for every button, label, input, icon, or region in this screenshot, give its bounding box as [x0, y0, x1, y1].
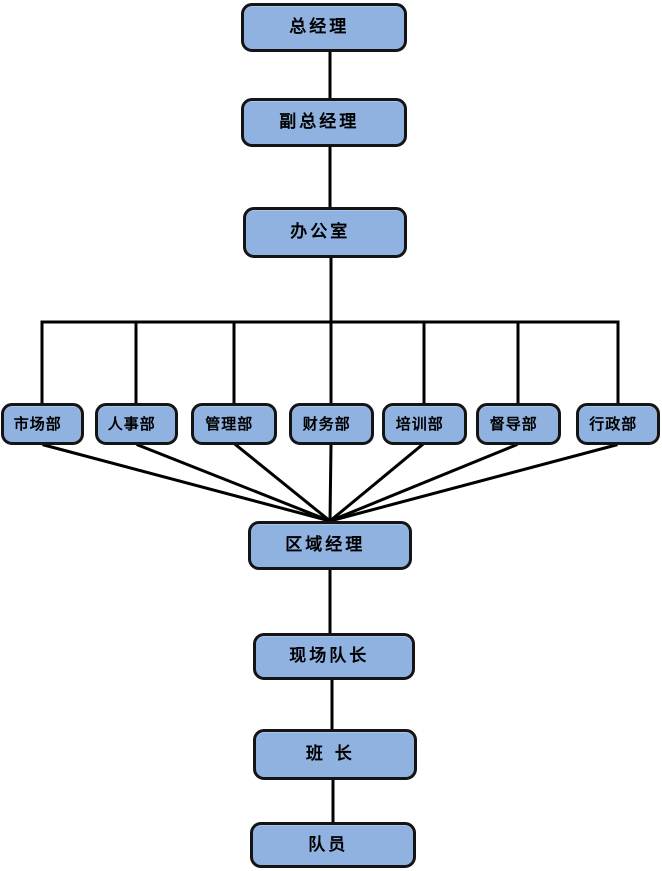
node-marketing-dept[interactable]: 市场部↵ [1, 403, 84, 445]
return-mark-icon: ↵ [349, 841, 358, 852]
node-deputy-general-manager[interactable]: 副总经理↵ [241, 98, 407, 147]
node-regional-manager[interactable]: 区域经理↵ [248, 521, 412, 570]
node-team-member-label: 队员 [308, 834, 349, 855]
node-general-manager-label: 总经理 [289, 17, 350, 37]
node-marketing-dept-label: 市场部 [13, 414, 62, 433]
return-mark-icon: ↵ [538, 420, 548, 431]
node-general-manager[interactable]: 总经理↵ [241, 3, 407, 52]
node-hr-dept[interactable]: 人事部↵ [95, 403, 178, 445]
node-management-dept[interactable]: 管理部↵ [191, 403, 277, 445]
node-squad-leader-label: 班 长 [305, 744, 355, 764]
return-mark-icon: ↵ [254, 420, 263, 431]
return-mark-icon: ↵ [444, 420, 454, 431]
node-site-captain-label: 现场队长 [289, 646, 370, 666]
fan-training [327, 442, 425, 524]
return-mark-icon: ↵ [351, 420, 361, 431]
node-team-member[interactable]: 队员↵ [250, 822, 416, 868]
return-mark-icon: ↵ [360, 118, 369, 130]
fan-admin [328, 443, 618, 523]
fan-management [233, 442, 333, 524]
fan-hr [136, 443, 332, 523]
return-mark-icon: ↵ [355, 750, 365, 762]
return-mark-icon: ↵ [638, 420, 647, 431]
node-training-dept-label: 培训部 [395, 414, 444, 433]
return-mark-icon: ↵ [156, 420, 166, 431]
return-mark-icon: ↵ [351, 228, 360, 240]
node-squad-leader[interactable]: 班 长↵ [253, 729, 417, 780]
node-training-dept[interactable]: 培训部↵ [382, 403, 467, 445]
node-admin-dept[interactable]: 行政部↵ [576, 403, 660, 445]
fan-marketing [42, 443, 332, 523]
return-mark-icon: ↵ [62, 420, 72, 431]
node-finance-dept[interactable]: 财务部↵ [289, 403, 374, 445]
return-mark-icon: ↵ [370, 652, 379, 664]
node-finance-dept-label: 财务部 [302, 414, 351, 433]
node-office-label: 办公室 [290, 222, 351, 242]
node-supervision-dept[interactable]: 督导部↵ [476, 403, 561, 445]
node-supervision-dept-label: 督导部 [489, 414, 538, 433]
return-mark-icon: ↵ [366, 541, 375, 553]
node-admin-dept-label: 行政部 [589, 414, 638, 433]
node-management-dept-label: 管理部 [205, 414, 254, 433]
node-site-captain[interactable]: 现场队长↵ [253, 633, 415, 680]
fan-supervision [328, 443, 518, 523]
node-deputy-general-manager-label: 副总经理 [279, 112, 360, 132]
node-office[interactable]: 办公室↵ [243, 207, 407, 258]
fan-finance [328, 443, 333, 523]
return-mark-icon: ↵ [350, 23, 359, 35]
node-hr-dept-label: 人事部 [107, 414, 156, 433]
node-regional-manager-label: 区域经理 [285, 535, 366, 555]
